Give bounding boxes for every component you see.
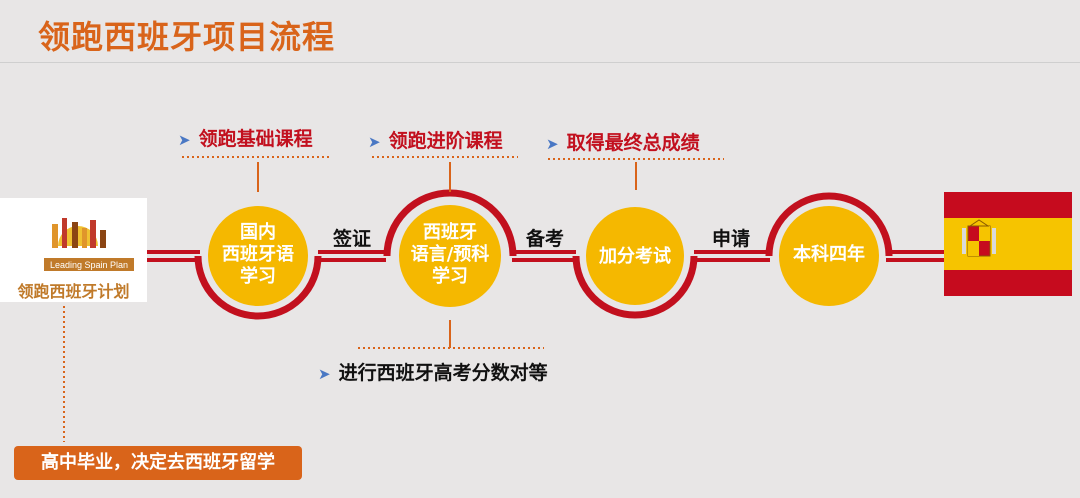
annotation-basic-course: ➤领跑基础课程 bbox=[178, 128, 313, 150]
page-title: 领跑西班牙项目流程 bbox=[38, 18, 336, 56]
spain-flag-icon bbox=[944, 192, 1072, 296]
arrow-icon: ➤ bbox=[318, 365, 331, 383]
logo-brand-text: 领跑西班牙计划 bbox=[17, 282, 130, 301]
arrow-icon: ➤ bbox=[368, 133, 381, 151]
annotation-advanced-course: ➤领跑进阶课程 bbox=[368, 130, 503, 152]
annotation-exam-equiv: ➤进行西班牙高考分数对等 bbox=[318, 362, 548, 384]
start-note: 高中毕业，决定去西班牙留学 bbox=[14, 446, 302, 480]
arc-stage-3 bbox=[572, 255, 698, 319]
arc-stage-4 bbox=[765, 192, 893, 257]
program-logo: Leading Spain Plan 领跑西班牙计划 bbox=[0, 198, 147, 302]
step-prepare: 备考 bbox=[526, 228, 565, 250]
timeline-line bbox=[147, 250, 944, 262]
stage-label-1: 国内 西班牙语 学习 bbox=[222, 222, 294, 287]
stage-circle-2 bbox=[399, 205, 501, 307]
stage-label-3: 加分考试 bbox=[599, 246, 671, 267]
stage-circle-4 bbox=[779, 206, 879, 306]
step-visa: 签证 bbox=[333, 228, 372, 250]
arrow-icon: ➤ bbox=[178, 131, 191, 149]
arc-stage-2 bbox=[383, 189, 517, 257]
stage-circle-1 bbox=[208, 206, 308, 306]
annotation-final-score: ➤取得最终总成绩 bbox=[546, 132, 700, 154]
stage-circle-3 bbox=[586, 207, 684, 305]
stage-label-2: 西班牙 语言/预科 学习 bbox=[410, 222, 490, 287]
step-apply: 申请 bbox=[712, 228, 751, 250]
logo-emblem-icon: Leading Spain Plan bbox=[44, 218, 134, 271]
arc-stage-1 bbox=[194, 255, 322, 320]
logo-banner-text: Leading Spain Plan bbox=[50, 260, 128, 270]
stage-label-4: 本科四年 bbox=[793, 244, 865, 265]
arrow-icon: ➤ bbox=[546, 135, 559, 153]
title-divider bbox=[0, 62, 1080, 63]
